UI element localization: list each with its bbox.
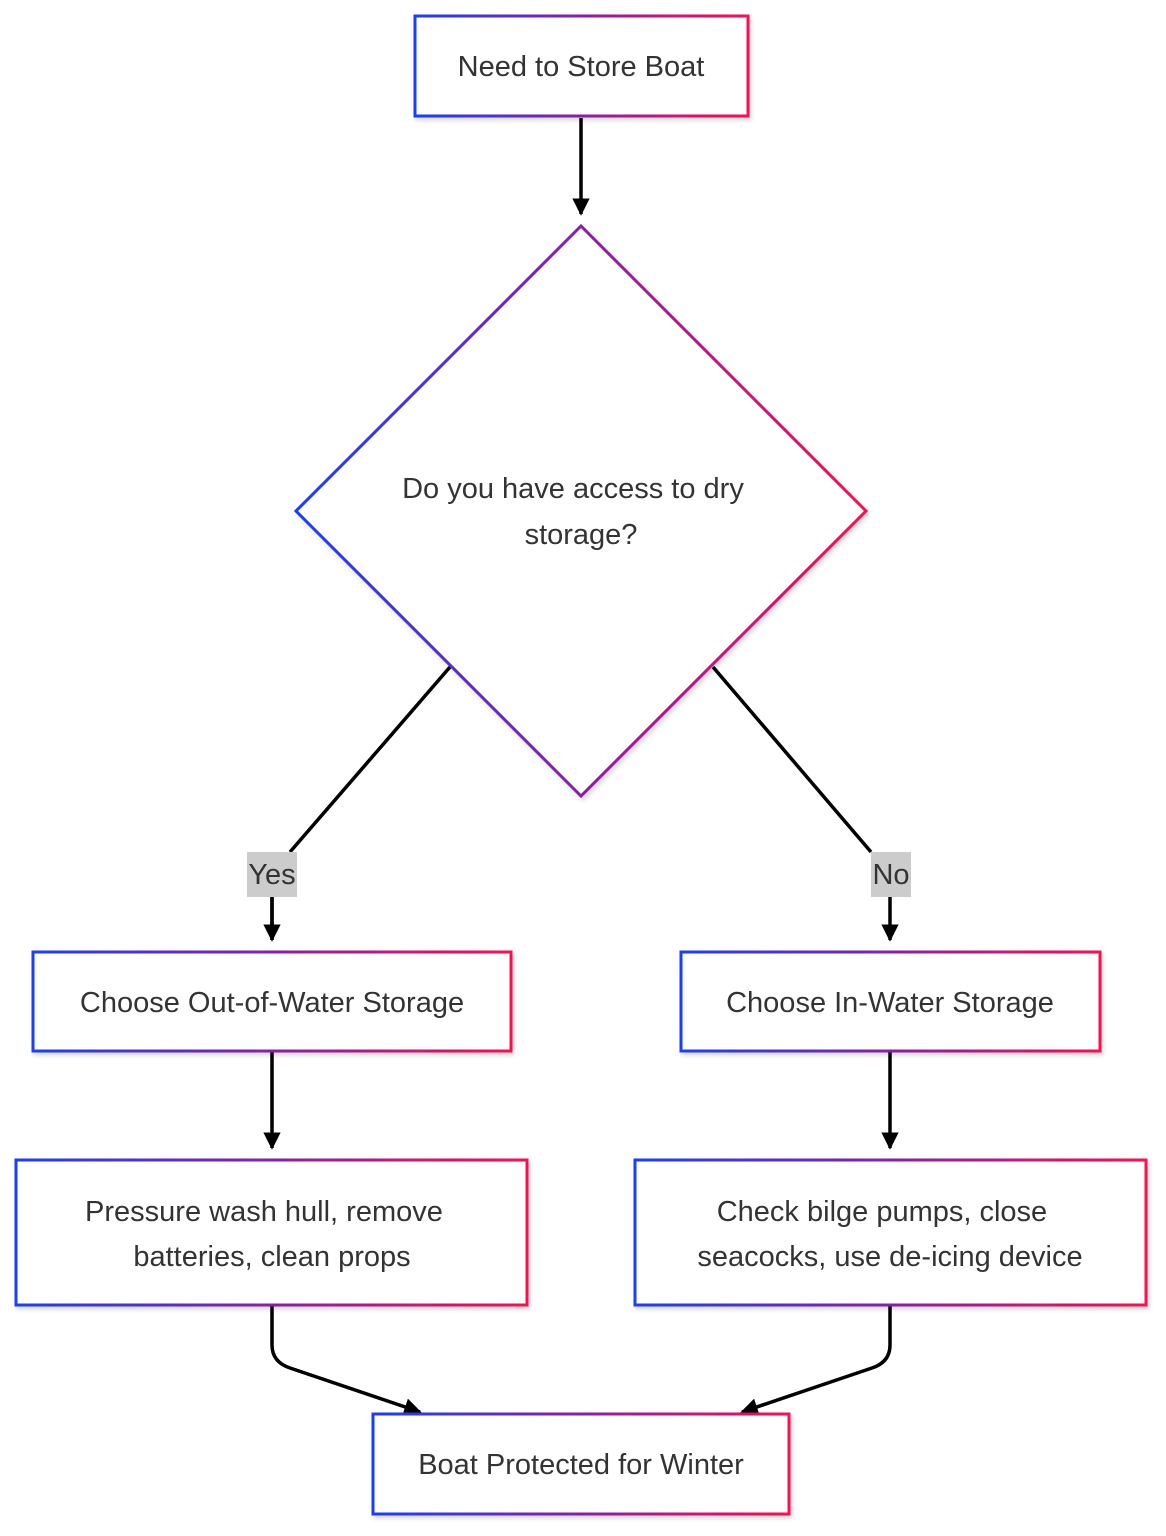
node-out-of-water-label: Choose Out-of-Water Storage xyxy=(80,987,464,1019)
node-in-steps-box xyxy=(633,1158,1148,1307)
node-decision-line-2: storage? xyxy=(525,519,638,551)
edge-label-yes-bg xyxy=(247,852,297,897)
node-start xyxy=(413,14,750,118)
node-out-of-water-box xyxy=(31,950,513,1053)
node-decision-line-1: Do you have access to dry xyxy=(402,473,744,505)
edge-decision-to-out-of-water xyxy=(270,665,452,940)
edge-label-no-bg xyxy=(871,852,911,897)
edge-out-steps-to-end xyxy=(270,1306,422,1416)
node-end-label: Boat Protected for Winter xyxy=(418,1449,744,1481)
node-start-box xyxy=(413,14,750,118)
edge-decision-to-in-water xyxy=(711,665,873,854)
node-out-steps-box xyxy=(14,1158,529,1307)
node-decision-diamond xyxy=(293,223,869,799)
node-decision xyxy=(293,223,869,799)
node-in-steps-line-2: seacocks, use de-icing device xyxy=(697,1241,1082,1273)
node-out-steps-line-2: batteries, clean props xyxy=(133,1241,410,1273)
node-in-steps-line-1: Check bilge pumps, close xyxy=(717,1196,1047,1228)
edge-label-no: No xyxy=(871,852,911,897)
node-out-steps-label: Pressure wash hull, remove batteries, cl… xyxy=(85,1196,451,1273)
node-end-box xyxy=(371,1412,791,1516)
node-in-water-label: Choose In-Water Storage xyxy=(726,987,1054,1019)
node-in-steps-label: Check bilge pumps, close seacocks, use d… xyxy=(697,1196,1082,1273)
node-out-of-water xyxy=(31,950,513,1053)
edge-in-steps-to-end xyxy=(740,1306,892,1416)
edges xyxy=(263,118,899,1416)
node-in-steps xyxy=(633,1158,1148,1307)
node-out-steps-line-1: Pressure wash hull, remove xyxy=(85,1196,443,1228)
edge-label-no-text: No xyxy=(872,859,909,891)
node-in-water-box xyxy=(679,950,1102,1053)
edge-label-yes: Yes xyxy=(247,852,297,897)
node-start-label: Need to Store Boat xyxy=(458,51,705,83)
edge-label-yes-text: Yes xyxy=(248,859,295,891)
node-in-water xyxy=(679,950,1102,1053)
node-out-steps xyxy=(14,1158,529,1307)
node-end xyxy=(371,1412,791,1516)
node-decision-label: Do you have access to dry storage? xyxy=(402,473,752,551)
